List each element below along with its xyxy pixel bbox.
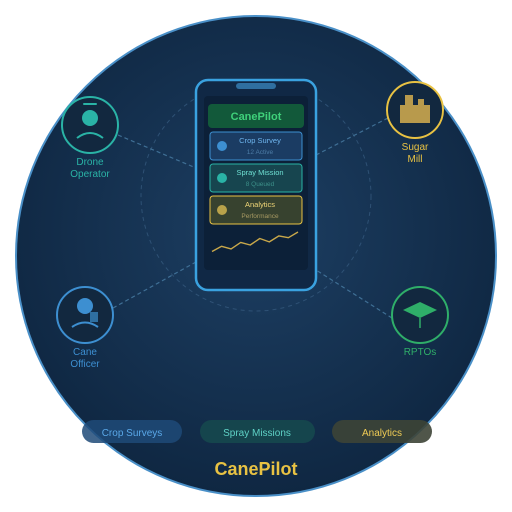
node-sugar-mill-label-2: Mill [408,154,423,165]
node-drone-operator[interactable]: Drone Operator [61,96,119,180]
pill-analytics-label: Analytics [362,428,402,439]
node-sugar-mill[interactable]: Sugar Mill [386,81,444,165]
connector-rptos [315,269,393,319]
node-rptos[interactable]: RPTOs [391,286,449,358]
pill-spray-missions-label: Spray Missions [223,428,291,439]
phone-card-title: Crop Survey [239,136,281,145]
node-drone-operator-label-2: Operator [70,169,110,180]
pill-crop-surveys-label: Crop Surveys [102,428,163,439]
feature-pills: Crop Surveys Spray Missions Analytics [82,420,432,443]
node-cane-officer-circle [56,286,114,344]
connectors [112,117,393,319]
phone-card-subtitle: Performance [241,213,279,220]
status-dot-icon [217,141,227,151]
pill-analytics[interactable]: Analytics [332,420,432,443]
connector-drone-operator [117,134,197,169]
phone-card-1[interactable]: Spray Mission 8 Queued [209,163,303,193]
pill-spray-missions[interactable]: Spray Missions [200,420,315,443]
node-cane-officer-label-2: Officer [70,359,100,370]
phone-notch [236,83,276,89]
phone-card-bg [209,195,303,225]
phone-card-subtitle: 8 Queued [246,181,275,188]
status-dot-icon [217,173,227,183]
trend-line [211,231,299,253]
footer-title: CanePilot [214,459,297,479]
phone-card-subtitle: 12 Active [247,149,274,156]
phone-card-0[interactable]: Crop Survey 12 Active [209,131,303,161]
phone-card-bg [209,131,303,161]
node-sugar-mill-label-1: Sugar [402,142,429,153]
phone-card-bg [209,163,303,193]
app-title: CanePilot [231,111,282,123]
phone-card-title: Spray Mission [236,168,283,177]
app-header [208,104,304,128]
orbit-ring [140,80,372,312]
drone-icon [403,302,437,328]
pill-crop-surveys[interactable]: Crop Surveys [82,420,182,443]
officer-icon [71,298,99,328]
node-drone-operator-label-1: Drone [76,157,104,168]
connector-cane-officer [112,261,197,309]
person-icon [76,103,104,139]
node-cane-officer-label-1: Cane [73,347,97,358]
node-rptos-label: RPTOs [404,347,437,358]
factory-icon [400,95,430,123]
node-cane-officer[interactable]: Cane Officer [56,286,114,370]
status-dot-icon [217,205,227,215]
phone-card-title: Analytics [245,200,275,209]
